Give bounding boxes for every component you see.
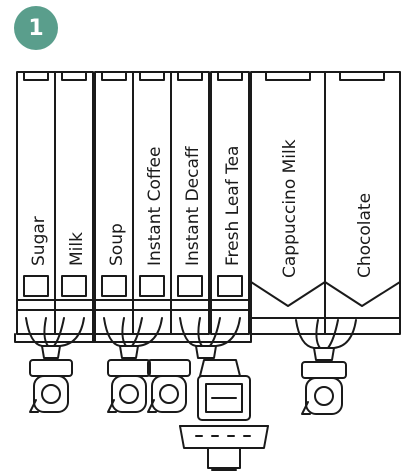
outlet-pair-3 bbox=[179, 317, 241, 359]
tea-brewer bbox=[179, 359, 269, 471]
mixing-bowl-4 bbox=[301, 361, 347, 415]
canister-base-bracket-middle bbox=[92, 333, 252, 343]
outlet-pair-2 bbox=[103, 317, 163, 359]
canister-label-sugar: Sugar bbox=[29, 216, 49, 266]
canister-milk bbox=[54, 71, 94, 335]
canister-label-instant-decaff: Instant Decaff bbox=[183, 145, 203, 266]
mixing-bowl-2 bbox=[107, 359, 151, 413]
canister-label-fresh-leaf-tea: Fresh Leaf Tea bbox=[223, 146, 243, 266]
canister-sugar bbox=[16, 71, 56, 335]
canister-label-soup: Soup bbox=[107, 223, 127, 266]
canister-label-chocolate: Chocolate bbox=[355, 193, 375, 278]
mixing-bowl-1 bbox=[29, 359, 73, 413]
canister-labels: Sugar Milk Soup Instant Coffee Instant D… bbox=[29, 139, 375, 278]
canister-label-cappuccino-milk: Cappuccino Milk bbox=[280, 139, 300, 278]
canister-fresh-leaf-tea bbox=[210, 71, 250, 335]
canister-label-milk: Milk bbox=[67, 232, 87, 266]
canister-label-instant-coffee: Instant Coffee bbox=[145, 147, 165, 266]
mixing-bowl-3 bbox=[147, 359, 191, 413]
canister-base-bracket-left bbox=[14, 333, 96, 343]
outlet-pair-1 bbox=[25, 317, 85, 359]
outlet-pair-4 bbox=[295, 319, 357, 361]
canister-chocolate bbox=[324, 71, 401, 335]
step-number-badge: 1 bbox=[14, 6, 58, 50]
canister-instant-decaff bbox=[170, 71, 210, 335]
canister-soup bbox=[94, 71, 134, 335]
